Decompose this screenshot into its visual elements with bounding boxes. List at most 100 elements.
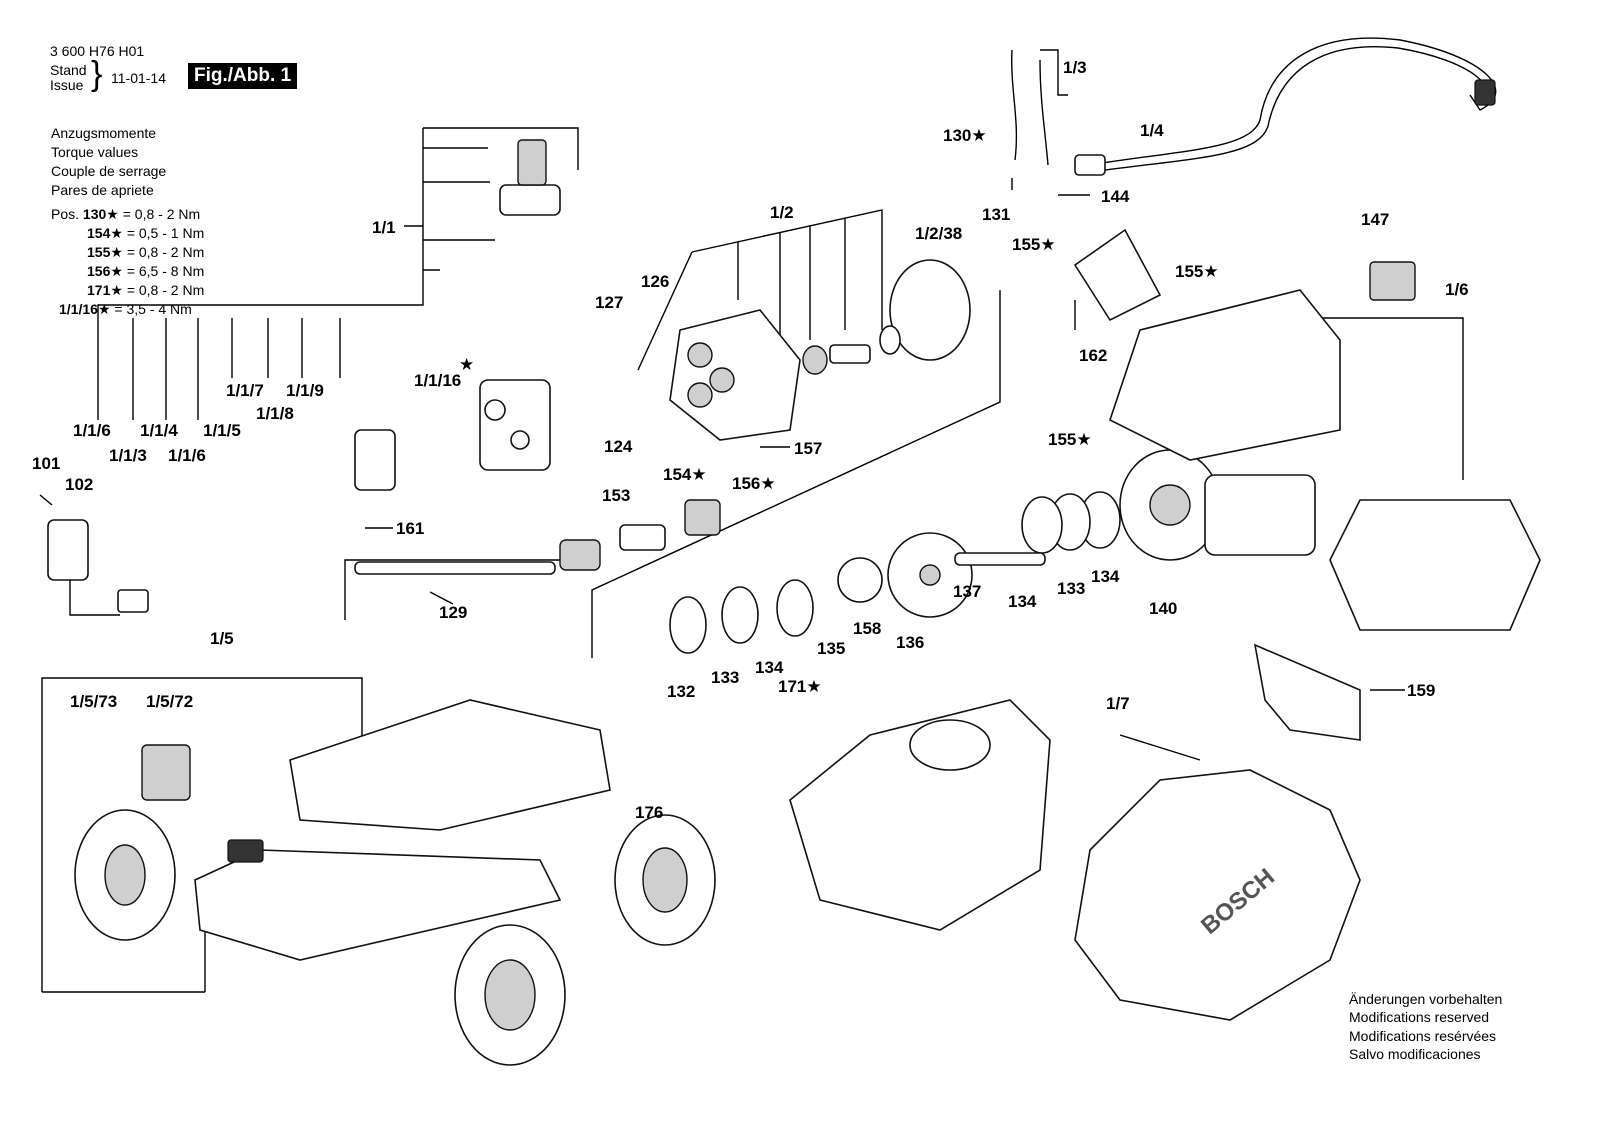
label-132: 132 (667, 682, 696, 701)
power-cord (1074, 37, 1497, 176)
star-icon: ★ (971, 126, 987, 145)
label-1-4: 1/4 (1140, 121, 1164, 140)
label-176: 176 (635, 803, 664, 822)
label-1-1-16: 1/1/16 (414, 371, 462, 390)
torque-title-en: Torque values (51, 144, 139, 160)
label-140: 140 (1149, 599, 1178, 618)
note-de: Änderungen vorbehalten (1349, 991, 1503, 1007)
label-1-3: 1/3 (1063, 58, 1087, 77)
issue-date: 11-01-14 (111, 70, 167, 86)
torque-row: 154★ = 0,5 - 1 Nm (87, 224, 204, 243)
torque-value: = 0,8 - 2 Nm (126, 282, 205, 298)
label-1-1-8: 1/1/8 (256, 404, 294, 423)
star-icon: ★ (110, 225, 123, 241)
star-icon: ★ (459, 355, 475, 374)
label-153: 153 (602, 486, 631, 505)
issue-label: Issue (50, 77, 84, 93)
label-1-1-6-a: 1/1/6 (73, 421, 111, 440)
star-icon: ★ (106, 206, 119, 222)
label-130: 130★ (943, 126, 987, 145)
torque-row: 155★ = 0,8 - 2 Nm (87, 243, 204, 262)
label-1-7: 1/7 (1106, 694, 1130, 713)
label-127: 127 (595, 293, 624, 312)
pump-housing (669, 259, 971, 441)
label-134-b: 134 (1008, 592, 1037, 611)
label-147: 147 (1361, 210, 1390, 229)
assembly-line (591, 290, 1001, 658)
label-158: 158 (853, 619, 882, 638)
pump-body (354, 139, 561, 491)
label-126: 126 (641, 272, 670, 291)
leader-lines (365, 178, 1405, 761)
bracket-1-1 (97, 127, 579, 420)
label-144: 144 (1101, 187, 1130, 206)
star-icon: ★ (110, 263, 123, 279)
stand-label: Stand (50, 62, 87, 78)
label-171: 171★ (778, 677, 822, 696)
label-1-6: 1/6 (1445, 280, 1469, 299)
figure-label: Fig./Abb. 1 (188, 63, 298, 89)
torque-row: Pos. 130★ = 0,8 - 2 Nm (51, 205, 200, 224)
label-155-c: 155★ (1048, 430, 1092, 449)
torque-row: 1/1/16★ = 3,5 - 4 Nm (59, 300, 192, 319)
torque-pos: 156 (87, 263, 111, 279)
label-1-1: 1/1 (372, 218, 396, 237)
torque-title-fr: Couple de serrage (51, 163, 167, 179)
label-129: 129 (439, 603, 468, 622)
motor (1119, 449, 1316, 561)
label-131: 131 (982, 205, 1011, 224)
star-icon: ★ (97, 301, 111, 317)
torque-pos: 1/1/16 (59, 301, 98, 317)
torque-value: = 3,5 - 4 Nm (114, 301, 192, 317)
star-icon: ★ (1076, 430, 1092, 449)
motor-shroud (1073, 228, 1541, 741)
label-101: 101 (32, 454, 61, 473)
star-icon: ★ (691, 465, 707, 484)
torque-row: 156★ = 6,5 - 8 Nm (87, 262, 204, 281)
note-en: Modifications reserved (1349, 1009, 1490, 1025)
torque-title-de: Anzugsmomente (51, 125, 157, 141)
label-155-a: 155★ (1012, 235, 1056, 254)
label-137: 137 (953, 582, 982, 601)
torque-title-es: Pares de apriete (51, 182, 154, 198)
star-icon: ★ (760, 474, 776, 493)
label-156: 156★ (732, 474, 776, 493)
note-es: Salvo modificaciones (1349, 1046, 1481, 1062)
brace-icon: } (91, 55, 103, 93)
label-1-2: 1/2 (770, 203, 794, 222)
torque-row: 171★ = 0,8 - 2 Nm (87, 281, 204, 300)
label-157: 157 (794, 439, 823, 458)
torque-value: = 0,8 - 2 Nm (126, 244, 205, 260)
label-133-b: 133 (1057, 579, 1086, 598)
bracket-1-6 (1320, 317, 1464, 480)
label-135: 135 (817, 639, 846, 658)
star-icon: ★ (110, 244, 123, 260)
torque-pos: 155 (87, 244, 111, 260)
torque-pos: 130 (82, 206, 107, 222)
label-134-a: 134 (755, 658, 784, 677)
torque-pos: 171 (87, 282, 111, 298)
rear-housing (789, 699, 1361, 1021)
part-number: 3 600 H76 H01 (50, 43, 145, 59)
cables (1011, 49, 1068, 166)
label-1-1-7: 1/1/7 (226, 381, 264, 400)
label-124: 124 (604, 437, 633, 456)
star-icon: ★ (1040, 235, 1056, 254)
star-icon: ★ (806, 677, 822, 696)
label-154: 154★ (663, 465, 707, 484)
label-1-1-5: 1/1/5 (203, 421, 241, 440)
label-133-a: 133 (711, 668, 740, 687)
base-frame (74, 699, 716, 1066)
label-159: 159 (1407, 681, 1436, 700)
label-1-1-4: 1/1/4 (140, 421, 178, 440)
label-1-5: 1/5 (210, 629, 234, 648)
hose-connector (39, 494, 149, 616)
label-1-5-73: 1/5/73 (70, 692, 118, 711)
label-1-1-3: 1/1/3 (109, 446, 147, 465)
bracket-1-2 (637, 209, 883, 371)
label-161: 161 (396, 519, 425, 538)
star-icon: ★ (110, 282, 123, 298)
pos-label: Pos. (51, 206, 80, 222)
label-136: 136 (896, 633, 925, 652)
wand-line (344, 559, 580, 620)
